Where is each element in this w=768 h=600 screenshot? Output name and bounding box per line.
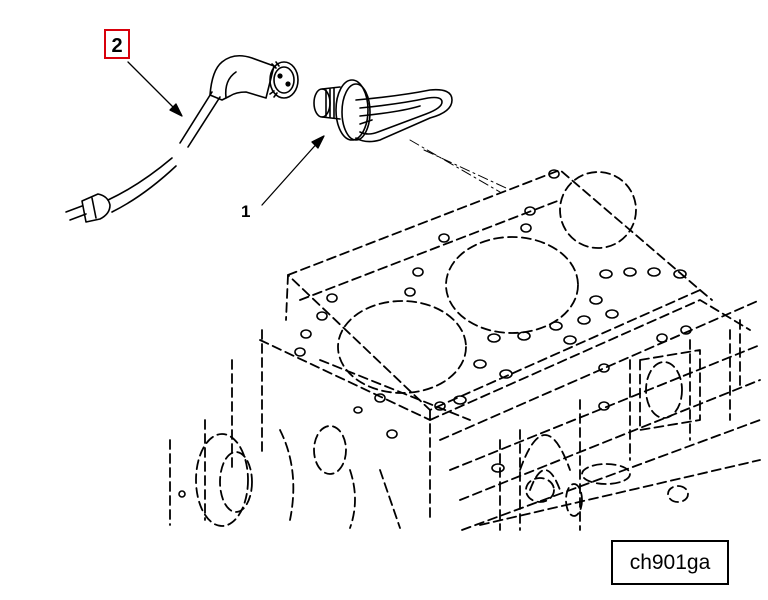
engine-block-outline — [169, 169, 761, 531]
figure-id-label: ch901ga — [611, 540, 729, 585]
callout-label-1: 1 — [241, 202, 251, 221]
installation-centerline — [409, 139, 507, 193]
callout-label-2: 2 — [104, 29, 130, 59]
cord-and-plug — [65, 54, 299, 223]
leader-lines — [127, 61, 325, 206]
block-heater-element — [313, 79, 453, 143]
deck-bolt-holes — [178, 169, 692, 498]
